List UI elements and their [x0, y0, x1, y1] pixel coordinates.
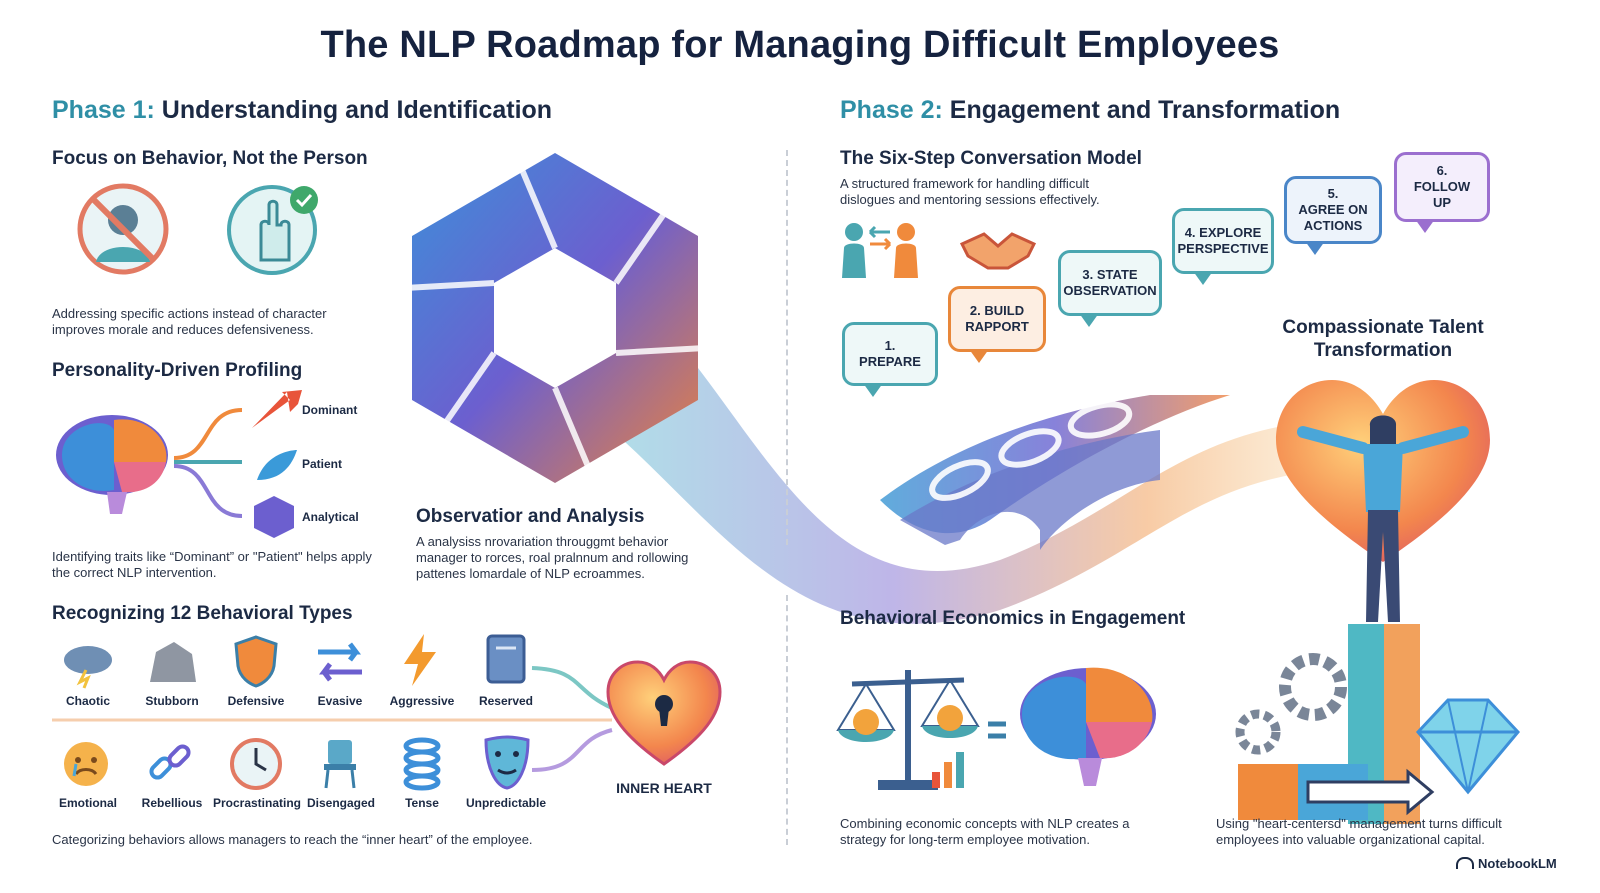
step-prepare-label: 1. PREPARE: [859, 338, 921, 369]
transformation-graphic: [1235, 380, 1521, 824]
step-perspective-bubble: 4. EXPLORE PERSPECTIVE: [1172, 208, 1274, 285]
heart-keyhole-icon: [606, 660, 722, 766]
wave-icon: [257, 450, 297, 480]
divider-bottom: [786, 595, 788, 845]
focus-heading: Focus on Behavior, Not the Person: [52, 148, 368, 169]
types-desc: Categorizing behaviors allows managers t…: [52, 832, 533, 847]
transformation-desc: Using "heart-centersd" management turns …: [1216, 816, 1502, 847]
step-prepare-bubble: 1. PREPARE: [842, 322, 938, 397]
types-heading: Recognizing 12 Behavioral Types: [52, 603, 353, 624]
gear-icon: [1235, 653, 1347, 755]
profiling-diagram: [56, 390, 302, 538]
type-defensive: Defensive: [227, 694, 285, 708]
transformation-heading: Compassionate Talent Transformation: [1282, 317, 1484, 361]
diamond-icon: [1415, 698, 1521, 795]
book-icon: [486, 634, 526, 684]
model-heading: The Six-Step Conversation Model: [840, 148, 1142, 169]
type-rebellious: Rebellious: [141, 796, 203, 810]
person-icon: [1297, 415, 1469, 622]
phase1-name: Understanding and Identification: [161, 96, 553, 124]
focus-desc: Addressing specific actions instead of c…: [52, 306, 327, 337]
inner-heart-label: INNER HEART: [616, 780, 712, 796]
step-rapport-label: 2. BUILD RAPPORT: [965, 303, 1029, 334]
rock-icon: [150, 642, 196, 682]
exchange-people-icon: [842, 223, 918, 278]
arrow-up-icon: [252, 390, 302, 428]
phase2-name: Engagement and Transformation: [949, 96, 1341, 124]
phase2-prefix: Phase 2:: [840, 96, 943, 124]
step-actions-label: 5. AGREE ON ACTIONS: [1298, 186, 1368, 233]
shield-icon: [234, 635, 278, 688]
clock-icon: [230, 738, 282, 790]
broken-chain-icon: [149, 744, 191, 780]
crying-face-icon: [64, 742, 108, 786]
behavior-connectors: [52, 666, 613, 772]
notebooklm-brand: NotebookLM: [1456, 856, 1557, 871]
step-perspective-label: 4. EXPLORE PERSPECTIVE: [1177, 225, 1269, 256]
type-chaotic: Chaotic: [65, 694, 110, 708]
spring-icon: [403, 737, 441, 791]
storm-cloud-icon: [64, 646, 112, 689]
balance-scale-icon: [836, 670, 980, 790]
no-person-icon: [77, 183, 169, 275]
step-followup-label: 6. FOLLOW UP: [1413, 163, 1471, 210]
type-emotional: Emotional: [58, 796, 117, 810]
handshake-icon: [959, 232, 1037, 270]
model-desc: A structured framework for handling diff…: [840, 176, 1100, 207]
step-followup-bubble: 6. FOLLOW UP: [1394, 152, 1490, 233]
profiling-heading: Personality-Driven Profiling: [52, 360, 303, 381]
puzzle-icon: [1238, 764, 1435, 820]
economics-desc: Combining economic concepts with NLP cre…: [840, 816, 1130, 847]
type-procrastinating: Procrastinating: [212, 796, 302, 810]
type-reserved: Reserved: [478, 694, 534, 708]
economics-heading: Behavioral Economics in Engagement: [840, 608, 1186, 629]
type-stubborn: Stubborn: [145, 694, 199, 708]
page-title: The NLP Roadmap for Managing Difficult E…: [320, 24, 1280, 66]
type-unpredictable: Unpredictable: [465, 796, 546, 810]
type-evasive: Evasive: [317, 694, 363, 708]
observation-desc: A analysiss nrovariation througgmt behav…: [416, 534, 689, 581]
mask-icon: [484, 735, 530, 790]
gesture-check-icon: [227, 185, 318, 275]
brand-label: NotebookLM: [1478, 856, 1557, 871]
step-observation-bubble: 3. STATE OBSERVATION: [1058, 250, 1162, 327]
type-aggressive: Aggressive: [389, 694, 455, 708]
type-tense: Tense: [405, 796, 439, 810]
profiling-desc: Identifying traits like “Dominant” or "P…: [52, 549, 372, 580]
step-observation-label: 3. STATE OBSERVATION: [1063, 267, 1157, 298]
equals-icon: [988, 721, 1006, 739]
trait-analytical: Analytical: [302, 510, 359, 524]
swap-arrows-icon: [318, 642, 362, 682]
gem-icon: [254, 496, 294, 538]
observation-heading: Observatior and Analysis: [416, 506, 645, 527]
lightning-icon: [404, 634, 436, 686]
brain-icon: [56, 415, 168, 514]
chair-icon: [324, 740, 356, 789]
divider-top: [786, 150, 788, 545]
trait-patient: Patient: [302, 457, 343, 471]
economics-graphic: [836, 667, 1156, 790]
phase1-prefix: Phase 1:: [52, 96, 155, 124]
type-disengaged: Disengaged: [306, 796, 375, 810]
step-actions-bubble: 5. AGREE ON ACTIONS: [1284, 176, 1382, 255]
trait-dominant: Dominant: [302, 403, 358, 417]
phase1-heading: Phase 1: Understanding and Identificatio…: [52, 96, 552, 125]
step-rapport-bubble: 2. BUILD RAPPORT: [948, 286, 1046, 363]
phase2-heading: Phase 2: Engagement and Transformation: [840, 96, 1340, 125]
brain-icon: [1020, 667, 1156, 786]
notebooklm-logo-icon: [1456, 857, 1474, 869]
